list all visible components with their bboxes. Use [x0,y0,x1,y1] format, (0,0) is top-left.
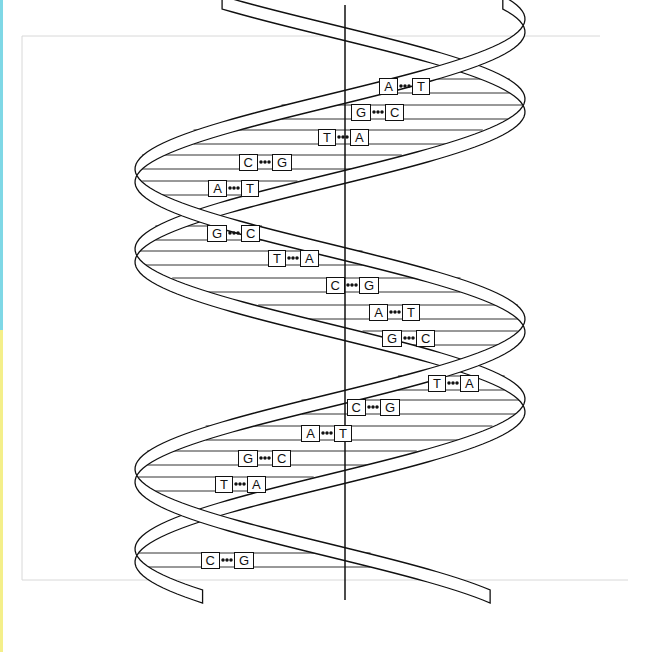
base-letter: A [305,251,314,266]
base-box: T [402,304,420,321]
base-box: G [380,399,400,416]
base-box: C [416,330,435,347]
base-box: A [247,476,266,493]
base-letter: T [433,376,441,391]
hydrogen-bond [227,231,241,235]
base-box: G [238,450,258,467]
hydrogen-bond [345,283,359,287]
hydrogen-bond [366,405,380,409]
base-letter: C [277,451,286,466]
base-box: G [234,552,254,569]
rung-line [135,265,362,266]
backbone-strand [135,0,525,603]
scan-edge [0,0,3,330]
rung-line [258,305,518,306]
rung-line [398,390,505,391]
base-box: G [351,104,371,121]
base-letter: A [252,477,261,492]
base-letter: A [355,130,364,145]
base-letter: C [206,553,215,568]
base-box: T [318,129,336,146]
base-box: A [369,304,388,321]
base-letter: T [339,426,347,441]
base-letter: G [356,105,366,120]
base-box: A [350,129,369,146]
base-letter: G [277,155,287,170]
base-letter: A [213,181,222,196]
base-pair-rungs [135,79,524,567]
hydrogen-bond [336,135,350,139]
rung-line [194,144,483,145]
hydrogen-bond [258,160,272,164]
base-box: C [241,225,260,242]
hydrogen-bond [227,186,241,190]
hydrogen-bond [446,381,460,385]
base-box: C [201,552,220,569]
base-box: G [359,277,379,294]
helix-axis [344,5,346,600]
rung-line [172,292,460,293]
base-box: G [382,330,402,347]
base-box: T [241,180,259,197]
base-box: C [347,399,366,416]
rung-line [302,414,525,415]
base-letter: A [384,79,393,94]
base-box: C [272,450,291,467]
hydrogen-bond [402,336,416,340]
page-frame [22,36,628,580]
base-box: G [207,225,227,242]
base-box: A [379,78,398,95]
base-letter: A [374,305,383,320]
base-letter: C [352,400,361,415]
base-box: T [428,375,446,392]
base-box: C [385,104,404,121]
hydrogen-bond [233,482,247,486]
base-box: T [268,250,286,267]
base-letter: T [417,79,425,94]
base-box: T [334,425,352,442]
base-letter: G [387,331,397,346]
hydrogen-bond [388,310,402,314]
base-box: C [326,277,345,294]
base-box: G [272,154,292,171]
base-letter: C [421,331,430,346]
base-letter: G [243,451,253,466]
base-letter: T [407,305,415,320]
backbone-strand [135,0,525,603]
base-letter: G [239,553,249,568]
base-box: C [239,154,258,171]
base-box: A [460,375,479,392]
base-letter: T [220,477,228,492]
base-box: A [300,250,319,267]
base-letter: A [465,376,474,391]
rung-line [386,93,509,94]
hydrogen-bond [371,110,385,114]
hydrogen-bond [220,558,234,562]
hydrogen-bond [398,84,412,88]
base-letter: A [306,426,315,441]
scan-edge [0,330,3,652]
base-letter: C [244,155,253,170]
base-box: T [412,78,430,95]
base-letter: T [323,130,331,145]
base-letter: T [246,181,254,196]
hydrogen-bond [320,431,334,435]
base-letter: G [212,226,222,241]
base-letter: C [390,105,399,120]
base-box: A [301,425,320,442]
base-letter: G [385,400,395,415]
base-letter: T [273,251,281,266]
base-letter: C [331,278,340,293]
base-box: T [215,476,233,493]
base-box: A [208,180,227,197]
hydrogen-bond [258,456,272,460]
base-letter: G [364,278,374,293]
hydrogen-bond [286,256,300,260]
base-letter: C [246,226,255,241]
